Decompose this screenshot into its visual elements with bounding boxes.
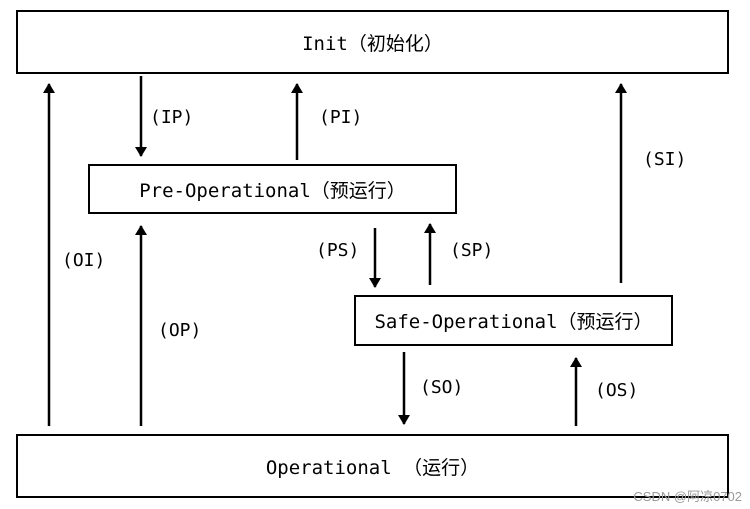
label-os: (OS) (595, 380, 639, 401)
state-init: Init（初始化） (16, 10, 729, 74)
state-operational: Operational （运行） (16, 434, 729, 498)
label-sp: (SP) (450, 240, 494, 261)
state-safe-operational-label: Safe-Operational（预运行） (374, 311, 653, 333)
watermark: CSDN @阿凉0702 (633, 489, 742, 504)
label-ps: (PS) (316, 240, 360, 261)
label-si: (SI) (643, 149, 687, 170)
label-ip: (IP) (150, 107, 194, 128)
state-init-label: Init（初始化） (302, 32, 443, 55)
state-safe-operational: Safe-Operational（预运行） (354, 295, 673, 346)
state-pre-operational-label: Pre-Operational（预运行） (139, 179, 406, 202)
state-operational-label: Operational （运行） (265, 456, 480, 479)
label-pi: (PI) (319, 107, 363, 128)
label-op: (OP) (158, 320, 202, 341)
state-pre-operational: Pre-Operational（预运行） (88, 164, 457, 214)
label-so: (SO) (420, 377, 464, 398)
label-oi: (OI) (62, 250, 106, 271)
